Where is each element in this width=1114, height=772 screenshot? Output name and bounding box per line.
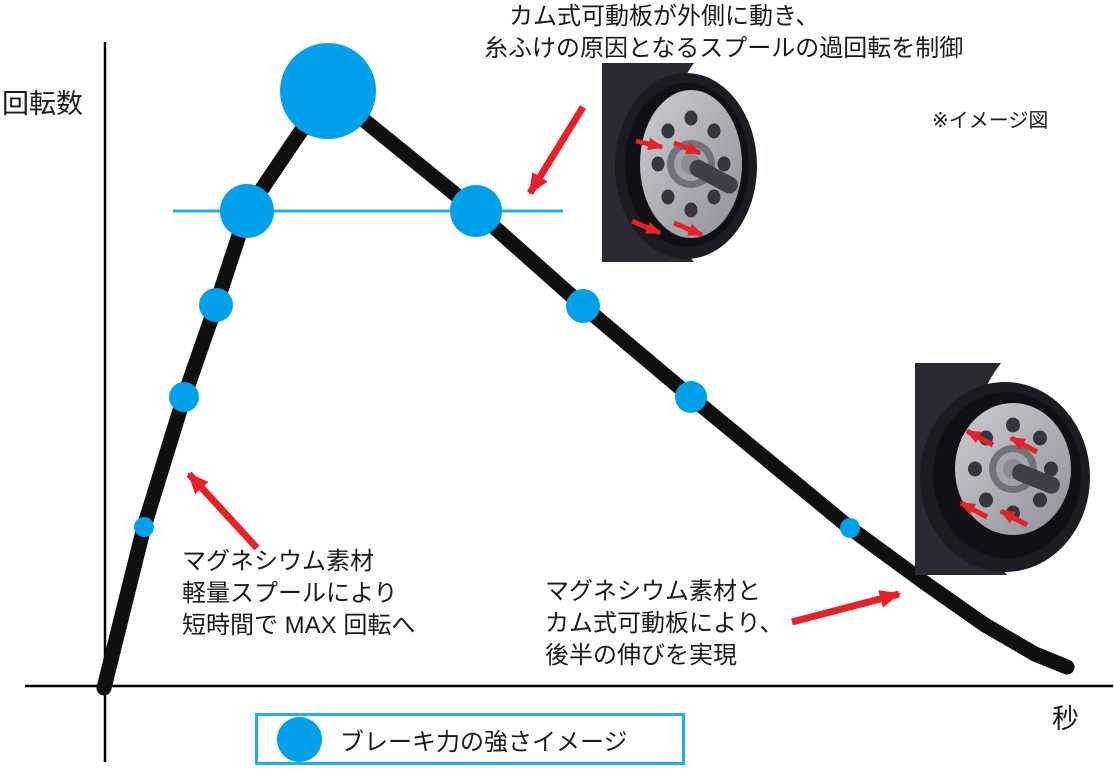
annotation-magnesium-line2: 軽量スプールにより — [182, 580, 398, 607]
image-disclaimer-note: ※イメージ図 — [932, 110, 1049, 132]
legend: ブレーキ力の強さイメージ — [255, 713, 685, 765]
spool-holes — [651, 110, 731, 218]
spool-shaft — [1012, 463, 1060, 494]
annotation-magnesium-line3: 短時間で MAX 回転へ — [182, 612, 416, 639]
spool-shaft — [689, 159, 738, 194]
red-pointer-arrow — [186, 471, 260, 551]
brake-strength-dot-icon — [277, 716, 322, 762]
inward-arrows-icon — [959, 428, 1039, 528]
brake-strength-bubble — [566, 289, 600, 323]
brake-strength-bubble — [134, 517, 154, 537]
rpm-curve — [96, 83, 1075, 696]
brake-strength-bubble — [280, 43, 376, 139]
annotation-latter-half: マグネシウム素材と カム式可動板により、 後半の伸びを実現 — [545, 576, 784, 672]
annotation-latter-half-line3: 後半の伸びを実現 — [545, 642, 737, 669]
rpm-curve-and-brake-bubbles — [96, 43, 1075, 696]
annotation-cam-plate: カム式可動板が外側に動き、 糸ふけの原因となるスプールの過回転を制御 — [484, 1, 963, 65]
spool-photo-cam-inward — [915, 363, 1090, 575]
brake-strength-bubble — [840, 518, 860, 538]
brake-strength-bubble — [450, 185, 502, 237]
brake-strength-bubble — [169, 382, 199, 412]
y-axis-label: 回転数 — [2, 89, 83, 119]
x-axis-label: 秒 — [1052, 704, 1079, 734]
outward-arrows-icon — [631, 137, 704, 238]
red-pointer-arrow — [791, 590, 902, 626]
annotation-magnesium-line1: マグネシウム素材 — [182, 548, 374, 575]
annotation-cam-plate-line1: カム式可動板が外側に動き、 — [509, 3, 820, 30]
annotation-latter-half-line1: マグネシウム素材と — [545, 578, 761, 605]
spool-photo-cam-outward — [602, 63, 757, 262]
brake-strength-bubble — [220, 184, 274, 238]
annotation-arrows — [186, 105, 902, 626]
annotation-cam-plate-line2: 糸ふけの原因となるスプールの過回転を制御 — [484, 35, 964, 62]
annotation-latter-half-line2: カム式可動板により、 — [545, 610, 784, 637]
legend-label: ブレーキ力の強さイメージ — [340, 728, 628, 756]
brake-strength-bubble — [199, 288, 233, 322]
red-pointer-arrow — [527, 105, 586, 195]
brake-strength-bubble — [675, 381, 707, 413]
annotation-magnesium-spool: マグネシウム素材 軽量スプールにより 短時間で MAX 回転へ — [182, 546, 415, 642]
